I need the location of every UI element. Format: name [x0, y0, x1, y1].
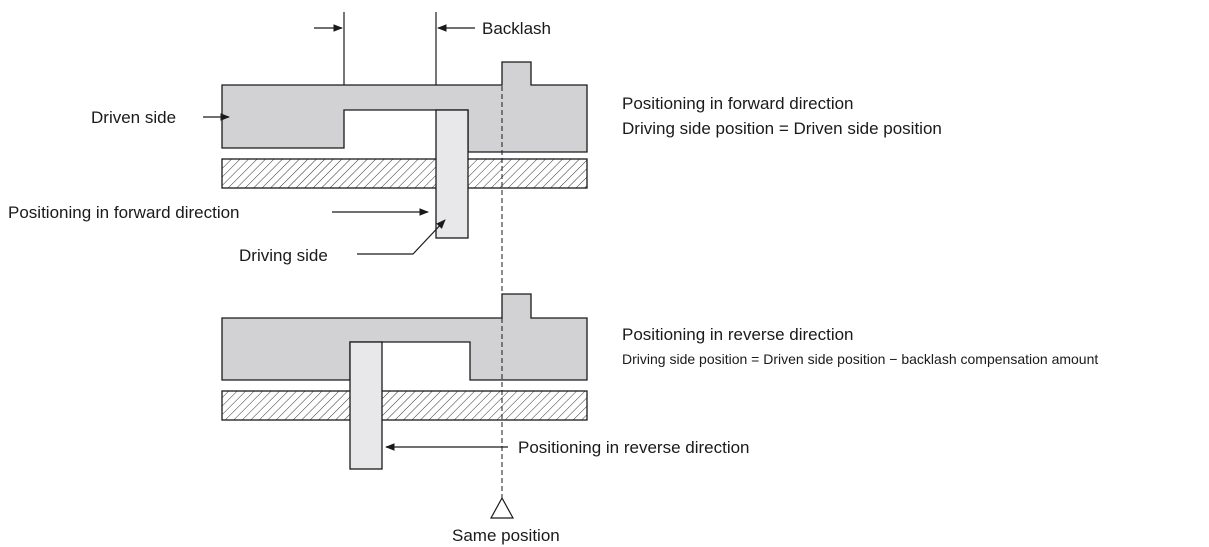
driving-side-reverse	[349, 341, 383, 470]
reverse-assembly	[221, 293, 588, 470]
driven-side-label: Driven side	[91, 108, 176, 127]
base-hatched-reverse	[221, 390, 588, 421]
driving-side-label: Driving side	[239, 246, 328, 265]
reverse-caption-equation: Driving side position = Driven side posi…	[622, 351, 1098, 367]
driving-side-leader	[357, 219, 446, 255]
driving-side-forward	[435, 109, 469, 239]
backlash-label: Backlash	[482, 19, 551, 38]
positioning-forward-label: Positioning in forward direction	[8, 203, 240, 222]
positioning-reverse-label: Positioning in reverse direction	[518, 438, 750, 457]
same-position-label: Same position	[452, 526, 560, 545]
forward-caption-title: Positioning in forward direction	[622, 94, 854, 113]
reverse-caption-title: Positioning in reverse direction	[622, 325, 854, 344]
driven-side-body-reverse	[221, 293, 588, 381]
driven-side-body-forward	[221, 61, 588, 153]
base-hatched-forward	[221, 158, 588, 189]
same-position-triangle	[489, 496, 515, 519]
forward-caption-equation: Driving side position = Driven side posi…	[622, 119, 942, 138]
forward-assembly	[203, 12, 588, 255]
